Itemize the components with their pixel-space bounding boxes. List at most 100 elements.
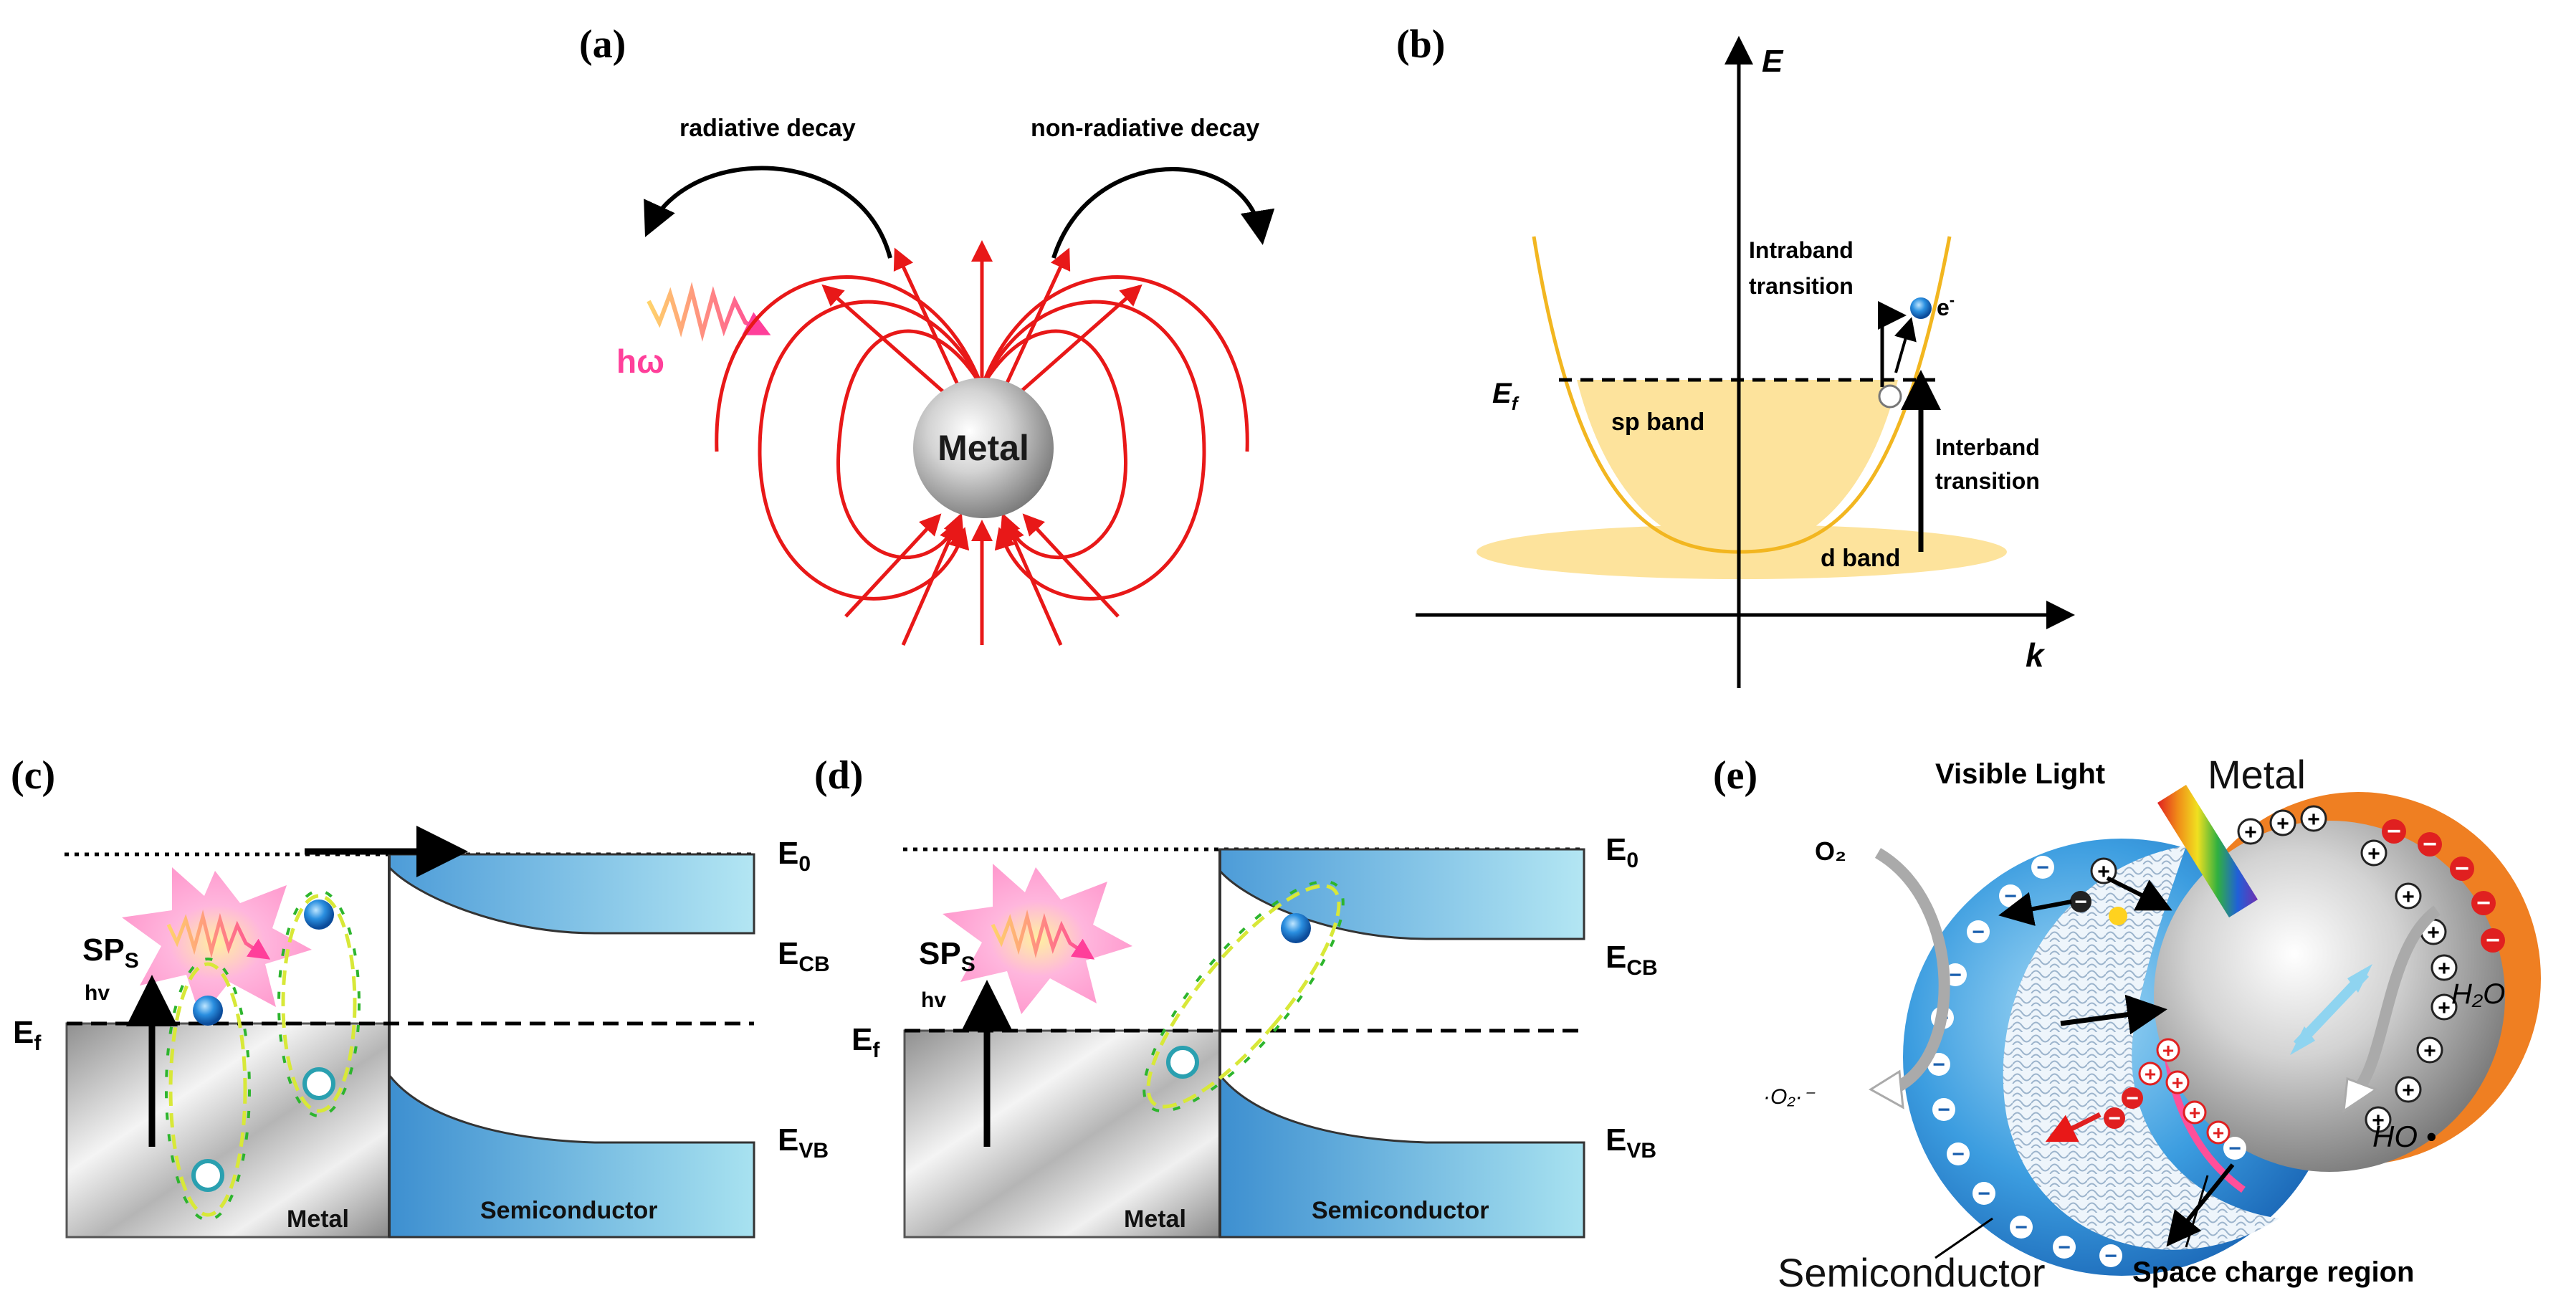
space-charge-arrow	[2166, 1163, 2235, 1247]
svg-text:+: +	[2097, 860, 2110, 884]
plus-charge: +	[2183, 1100, 2207, 1125]
photon-wave-c	[166, 910, 271, 960]
electron-label-b: e-	[1937, 291, 1955, 320]
interband-label-1: Interband	[1935, 434, 2040, 460]
minus-charge: −	[1967, 920, 1990, 944]
space-charge-pointer	[2185, 1175, 2209, 1248]
carrier-pair-ellipse-c2	[281, 894, 357, 1113]
photon-wave-d	[991, 910, 1095, 960]
h2o-label: H₂O	[2451, 978, 2505, 1010]
sps-label-c: SPS	[82, 932, 139, 973]
oscillation-head-1	[2347, 964, 2372, 993]
panel-c: (c) E0 ECB EVB Ef SPS hv Metal Semicondu…	[11, 753, 830, 1239]
svg-text:+: +	[2438, 996, 2451, 1020]
svg-text:−: −	[2104, 1244, 2117, 1268]
minus-charge: −	[2010, 1216, 2033, 1239]
svg-text:−: −	[2486, 927, 2500, 954]
space-charge-minus-charges: − − −	[2070, 890, 2143, 1130]
ecb-label-d: ECB	[1606, 940, 1658, 980]
metal-label-a: Metal	[938, 428, 1029, 468]
svg-text:+: +	[2402, 1079, 2415, 1102]
h2o-oxidation-head	[2342, 1077, 2379, 1114]
d-band-label: d band	[1821, 545, 1900, 572]
electron-icon-c1	[193, 996, 223, 1026]
semiconductor-label-c: Semiconductor	[480, 1197, 657, 1224]
svg-text:+: +	[2423, 1039, 2436, 1063]
semiconductor-label-d: Semiconductor	[1312, 1197, 1489, 1224]
plus-charge: +	[2416, 1036, 2443, 1064]
semiconductor-label-e: Semiconductor	[1778, 1250, 2046, 1293]
field-lines	[715, 240, 1249, 646]
hole-icon-c1	[191, 1159, 224, 1192]
plus-charge: +	[2395, 1076, 2422, 1103]
photon-energy-label: hω	[616, 343, 664, 380]
electron-to-o2-arrow	[1998, 892, 2072, 926]
panel-e-label: (e)	[1713, 753, 1757, 798]
metal-nanoparticle	[913, 378, 1054, 518]
minus-charge: −	[2450, 855, 2474, 882]
svg-text:+: +	[2427, 921, 2440, 945]
sps-label-d: SPS	[919, 936, 975, 976]
hv-label-d: hv	[921, 988, 946, 1012]
svg-text:+: +	[2172, 1072, 2183, 1094]
space-charge-label: Space charge region	[2132, 1256, 2414, 1288]
o2-reduction-head	[1869, 1069, 1904, 1110]
plus-charge: +	[2365, 1106, 2392, 1133]
sp-band-label: sp band	[1611, 409, 1704, 436]
carrier-pair-ellipse-d-outer	[1142, 879, 1345, 1113]
radiative-decay-label: radiative decay	[679, 115, 856, 142]
panel-b-label: (b)	[1396, 22, 1445, 67]
svg-text:−: −	[2228, 1137, 2241, 1160]
radiative-decay-arrow	[644, 166, 892, 259]
svg-text:−: −	[2004, 884, 2017, 908]
plus-charge: +	[2430, 993, 2458, 1021]
panel-e: (e) Visible Light Metal + + + + + + + + …	[1713, 752, 2541, 1293]
panel-d-label: (d)	[814, 753, 863, 798]
svg-text:−: −	[1937, 1098, 1950, 1122]
intraband-label-1: Intraband	[1749, 237, 1854, 263]
minus-charge: −	[2223, 1137, 2246, 1160]
svg-text:−: −	[2074, 890, 2087, 914]
svg-text:−: −	[2015, 1216, 2028, 1239]
minus-charge: −	[1972, 1182, 1995, 1206]
plus-charge: +	[2138, 1061, 2162, 1086]
visible-light-label: Visible Light	[1935, 758, 2105, 790]
intraband-arrow-1	[1878, 301, 1907, 387]
plus-charge: +	[2269, 809, 2296, 836]
carrier-pair-ellipse-c1	[168, 962, 247, 1217]
svg-text:−: −	[2387, 818, 2401, 845]
ecb-label-c: ECB	[778, 936, 830, 976]
minus-charge: −	[2481, 927, 2505, 954]
minus-charge: −	[2104, 1107, 2125, 1130]
hole-icon-b	[1878, 384, 1902, 409]
plus-charge: +	[2156, 1038, 2180, 1062]
plus-charge: +	[2360, 839, 2387, 867]
e0-label-c: E0	[778, 836, 811, 876]
plus-charge: +	[2300, 805, 2327, 832]
ef-label-d: Ef	[851, 1022, 880, 1062]
visible-light-beam	[2157, 785, 2258, 917]
svg-text:−: −	[1952, 1142, 1965, 1166]
minus-charge: −	[2099, 1244, 2122, 1268]
superoxide-label: ·O₂·⁻	[1763, 1085, 1816, 1109]
panel-b: (b) E k Ef Intraband transition sp band …	[1396, 22, 2075, 688]
svg-text:+: +	[2189, 1102, 2200, 1124]
svg-text:+: +	[2402, 885, 2415, 909]
electron-transfer-arrow	[2106, 876, 2172, 911]
svg-text:−: −	[2476, 889, 2491, 917]
e0-label-d: E0	[1606, 832, 1638, 872]
minus-charge: −	[2122, 1087, 2143, 1110]
svg-text:+: +	[2162, 1039, 2174, 1061]
metal-block-c	[65, 1022, 391, 1239]
carrier-pair-ellipse-d	[1146, 884, 1341, 1109]
svg-text:−: −	[2108, 1107, 2121, 1130]
svg-text:−: −	[1978, 1182, 1990, 1206]
panel-a-label: (a)	[579, 22, 626, 67]
field-arrow	[2060, 994, 2167, 1035]
svg-text:−: −	[2455, 855, 2469, 882]
panel-a: (a) radiative decay non-radiative decay …	[579, 22, 1275, 646]
svg-text:−: −	[1949, 963, 1962, 987]
minus-charge: −	[1932, 1098, 1955, 1122]
minus-charge: −	[1947, 1142, 1970, 1166]
svg-text:+: +	[2213, 1122, 2224, 1144]
